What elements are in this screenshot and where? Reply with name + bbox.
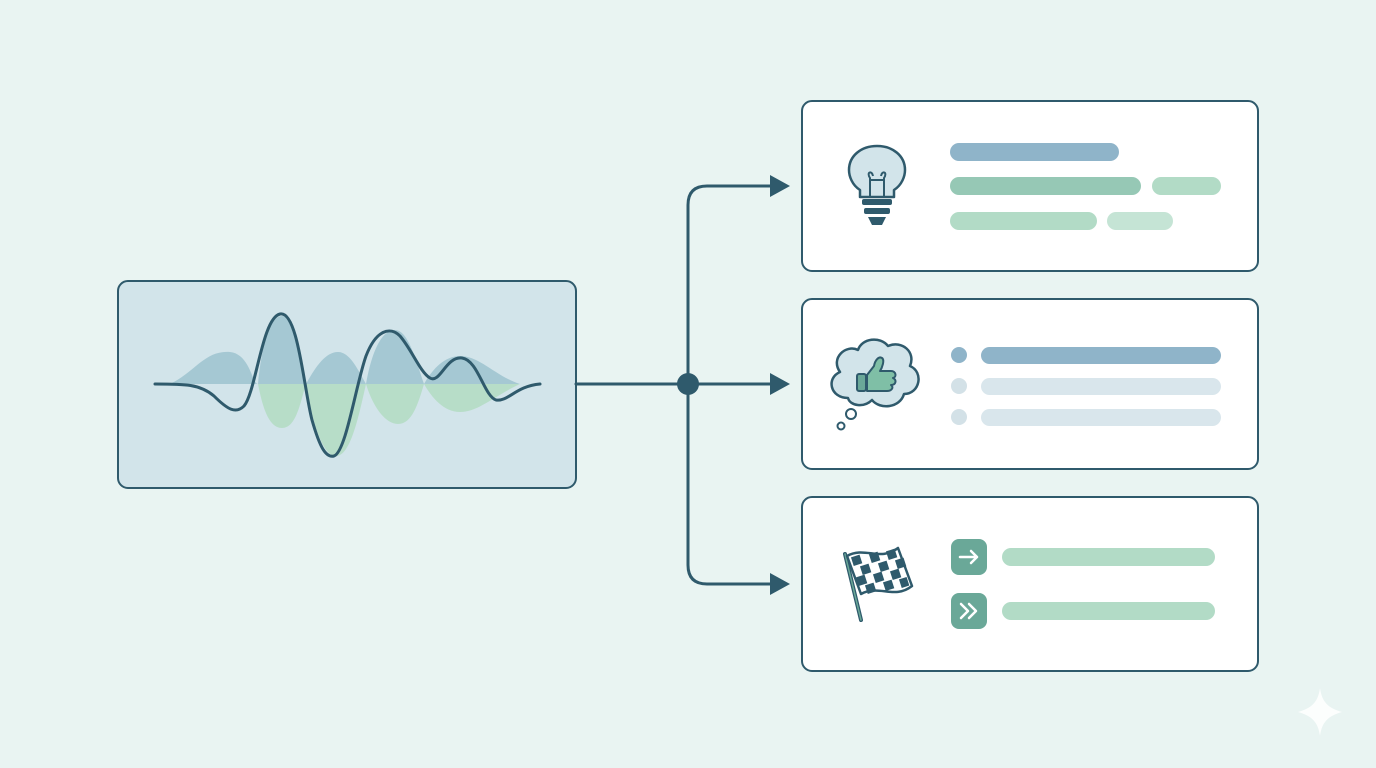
lightbulb-icon [847,144,907,225]
waveform-fill-upper [170,316,520,384]
double-chevron-right-icon [951,593,987,629]
card-goal-frame [801,496,1259,672]
card-opinion-bullet-3 [951,409,967,425]
connector-branch-bottom [686,382,774,586]
audio-waveform-icon [153,312,542,458]
card-idea-line-2b [1152,177,1221,195]
sparkle-icon [1298,688,1342,736]
card-opinion-bullet-2 [951,378,967,394]
card-opinion-line-2 [981,378,1221,395]
card-goal-line-2 [1002,602,1215,620]
card-opinion [801,298,1259,470]
card-goal [801,496,1259,672]
arrowhead-middle [770,373,790,395]
card-idea-line-1 [950,143,1119,161]
branch-connectors [574,184,774,586]
arrowhead-bottom [770,573,790,595]
arrowhead-top [770,175,790,197]
thought-bubble-thumbs-up-icon [830,338,920,431]
card-idea [801,100,1259,272]
checkered-flag-icon [843,546,914,622]
connector-branch-top [686,184,774,386]
card-idea-line-3b [1107,212,1173,230]
arrow-right-icon [951,539,987,575]
card-opinion-line-1 [981,347,1221,364]
waveform-line [153,312,542,458]
waveform-fill-lower [258,384,520,456]
card-idea-line-2a [950,177,1141,195]
branch-junction-dot [677,373,699,395]
card-idea-line-3a [950,212,1097,230]
card-goal-line-1 [1002,548,1215,566]
card-opinion-bullet-1 [951,347,967,363]
card-opinion-line-3 [981,409,1221,426]
